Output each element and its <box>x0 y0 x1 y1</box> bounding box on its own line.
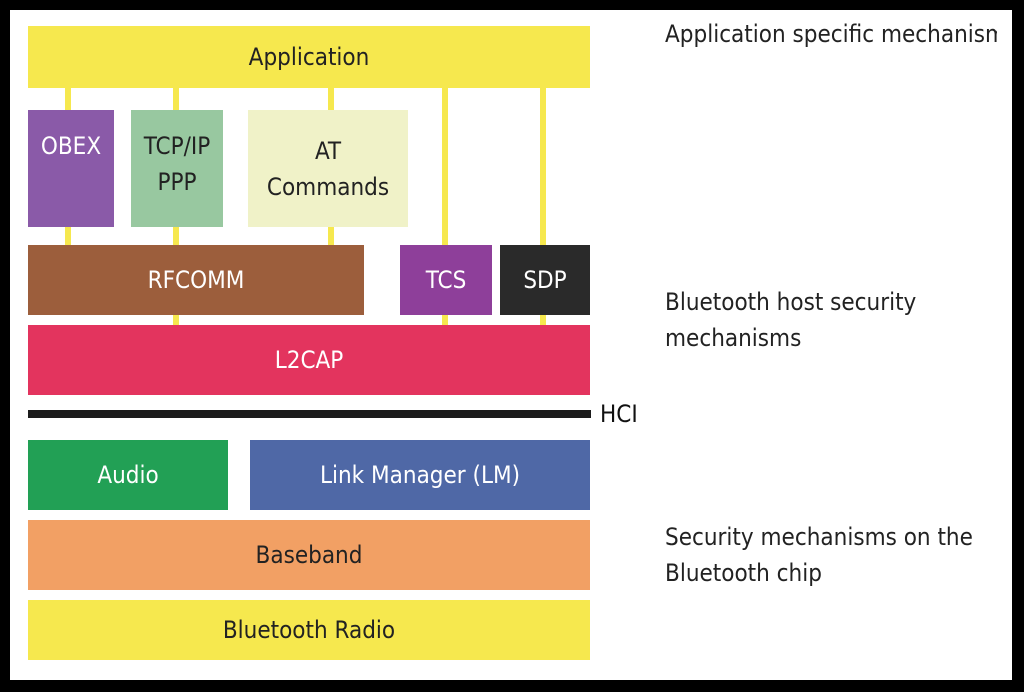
annotation-host-security: Bluetooth host security mechanisms <box>665 288 917 352</box>
rfcomm-block: RFCOMM <box>28 245 364 315</box>
at-commands-block: AT Commands <box>248 110 408 227</box>
audio-label: Audio <box>97 461 159 489</box>
annotation-application-mechanisms: Application specific mechanisms <box>665 20 997 48</box>
audio-block: Audio <box>28 440 228 510</box>
rfcomm-label: RFCOMM <box>147 266 245 294</box>
bluetooth-radio-block: Bluetooth Radio <box>28 600 590 660</box>
tcpip-ppp-label: TCP/IP PPP <box>143 132 211 196</box>
bluetooth-radio-label: Bluetooth Radio <box>222 616 396 644</box>
connector-line <box>540 84 546 338</box>
tcs-block: TCS <box>400 245 492 315</box>
connector-line <box>442 84 448 338</box>
obex-label: OBEX <box>40 132 102 160</box>
annotation-chip-security: Security mechanisms on the Bluetooth chi… <box>665 523 973 587</box>
baseband-block: Baseband <box>28 520 590 590</box>
connector-line <box>173 310 179 338</box>
l2cap-label: L2CAP <box>274 346 344 374</box>
tcpip-ppp-block: TCP/IP PPP <box>131 110 223 227</box>
link-manager-label: Link Manager (LM) <box>319 461 521 489</box>
tcs-label: TCS <box>425 266 467 294</box>
baseband-label: Baseband <box>255 541 363 569</box>
bluetooth-stack-diagram: Application OBEX TCP/IP PPP AT Commands … <box>10 10 1012 680</box>
link-manager-block: Link Manager (LM) <box>250 440 590 510</box>
hci-label: HCI <box>600 400 638 428</box>
sdp-block: SDP <box>500 245 590 315</box>
obex-block: OBEX <box>28 110 114 227</box>
application-label: Application <box>248 43 370 71</box>
hci-divider <box>28 410 591 418</box>
l2cap-block: L2CAP <box>28 325 590 395</box>
at-commands-label: AT Commands <box>266 136 390 201</box>
sdp-label: SDP <box>523 266 567 294</box>
application-layer: Application <box>28 26 590 88</box>
